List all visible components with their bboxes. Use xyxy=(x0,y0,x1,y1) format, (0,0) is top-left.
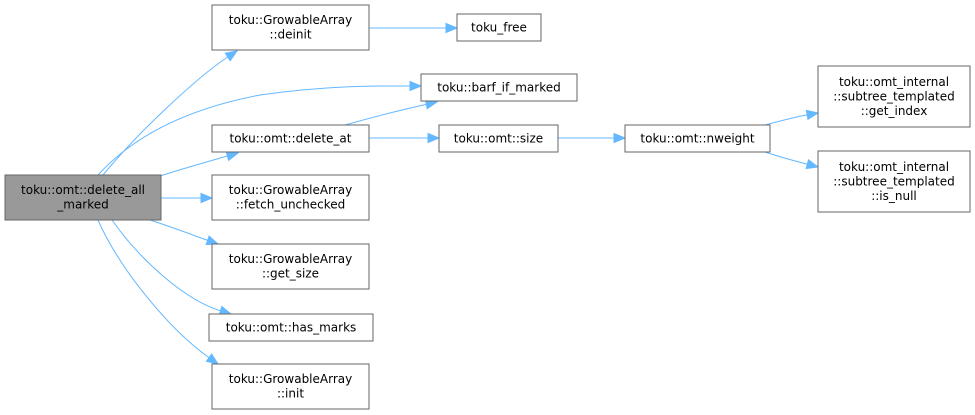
node-ga-init[interactable]: toku::GrowableArray::init xyxy=(211,363,370,410)
node-get-size[interactable]: toku::GrowableArray::get_size xyxy=(211,243,370,290)
node-box xyxy=(624,124,771,153)
node-toku-free[interactable]: toku_free xyxy=(456,13,542,42)
edge-line xyxy=(149,219,208,241)
arrowhead-icon xyxy=(224,50,239,62)
node-box xyxy=(438,124,559,153)
node-box xyxy=(211,174,370,221)
arrowhead-icon xyxy=(427,132,441,144)
node-barf[interactable]: toku::barf_if_marked xyxy=(420,73,578,102)
node-root: toku::omt::delete_all_marked xyxy=(4,174,162,221)
node-get-index[interactable]: toku::omt_internal::subtree_templated::g… xyxy=(817,65,971,128)
arrowhead-icon xyxy=(613,132,627,144)
edge-line xyxy=(764,151,808,165)
arrowhead-icon xyxy=(805,109,820,121)
node-label-line: toku::omt::size xyxy=(454,131,543,145)
nodes: toku::omt::delete_all_markedtoku::Growab… xyxy=(4,4,971,410)
node-ga-deinit[interactable]: toku::GrowableArray::deinit xyxy=(211,4,370,51)
arrowhead-icon xyxy=(409,80,423,92)
node-box xyxy=(211,243,370,290)
edge-ga_deinit-to-toku_free xyxy=(369,22,459,34)
arrowhead-icon xyxy=(200,192,214,204)
node-label-line: toku::omt_internal xyxy=(839,75,949,89)
edge-size-to-nweight xyxy=(558,132,627,144)
edge-root-to-delete_at xyxy=(159,151,240,177)
node-label-line: toku_free xyxy=(471,20,527,34)
node-label-line: ::subtree_templated xyxy=(833,174,955,188)
node-box xyxy=(420,73,578,102)
edges xyxy=(97,22,820,365)
node-label-line: toku::GrowableArray xyxy=(229,252,352,266)
node-box xyxy=(817,65,971,128)
edge-line xyxy=(97,85,411,176)
node-delete-at[interactable]: toku::omt::delete_at xyxy=(211,124,370,153)
node-label-line: toku::GrowableArray xyxy=(229,183,352,197)
node-label-line: toku::omt::has_marks xyxy=(226,320,357,334)
node-label-line: ::get_index xyxy=(861,104,928,118)
node-label-line: ::subtree_templated xyxy=(833,89,955,103)
node-box xyxy=(817,150,971,213)
arrowhead-icon xyxy=(205,235,220,246)
node-label-line: ::fetch_unchecked xyxy=(236,198,346,212)
arrowhead-icon xyxy=(805,159,820,170)
arrowhead-icon xyxy=(205,353,220,365)
edge-line xyxy=(344,103,427,126)
node-label-line: toku::omt::nweight xyxy=(640,131,755,145)
edge-root-to-get_size xyxy=(149,219,220,246)
arrowhead-icon xyxy=(445,22,459,34)
edge-delete_at-to-barf xyxy=(344,99,439,126)
node-box xyxy=(211,363,370,410)
node-size[interactable]: toku::omt::size xyxy=(438,124,559,153)
node-label-line: toku::barf_if_marked xyxy=(437,80,561,94)
node-label-line: ::is_null xyxy=(871,189,917,203)
edge-delete_at-to-size xyxy=(369,132,441,144)
edge-line xyxy=(764,114,808,126)
node-nweight[interactable]: toku::omt::nweight xyxy=(624,124,771,153)
node-label-line: _marked xyxy=(56,198,109,212)
node-box xyxy=(208,313,374,342)
node-label-line: ::init xyxy=(277,387,304,401)
edge-nweight-to-get_index xyxy=(764,109,820,126)
edge-root-to-fetch_unchecked xyxy=(160,192,214,204)
edge-line xyxy=(159,155,228,177)
node-fetch-unchecked[interactable]: toku::GrowableArray::fetch_unchecked xyxy=(211,174,370,221)
node-label-line: toku::omt::delete_at xyxy=(229,131,351,145)
node-label-line: toku::omt::delete_all xyxy=(21,183,145,197)
node-is-null[interactable]: toku::omt_internal::subtree_templated::i… xyxy=(817,150,971,213)
node-label-line: ::get_size xyxy=(262,267,319,281)
node-box xyxy=(4,174,162,221)
node-box xyxy=(211,4,370,51)
node-box xyxy=(211,124,370,153)
arrowhead-icon xyxy=(225,151,240,162)
edge-nweight-to-is_null xyxy=(764,151,820,170)
node-label-line: toku::GrowableArray xyxy=(229,13,352,27)
node-label-line: toku::GrowableArray xyxy=(229,372,352,386)
edge-line xyxy=(111,219,221,312)
edge-root-to-ga_deinit xyxy=(102,50,239,176)
node-has-marks[interactable]: toku::omt::has_marks xyxy=(208,313,374,342)
edge-root-to-barf xyxy=(97,80,423,176)
node-label-line: toku::omt_internal xyxy=(839,160,949,174)
node-label-line: ::deinit xyxy=(269,28,311,42)
edge-line xyxy=(102,56,229,176)
node-box xyxy=(456,13,542,42)
edge-root-to-ga_init xyxy=(97,219,220,365)
edge-line xyxy=(97,219,210,359)
